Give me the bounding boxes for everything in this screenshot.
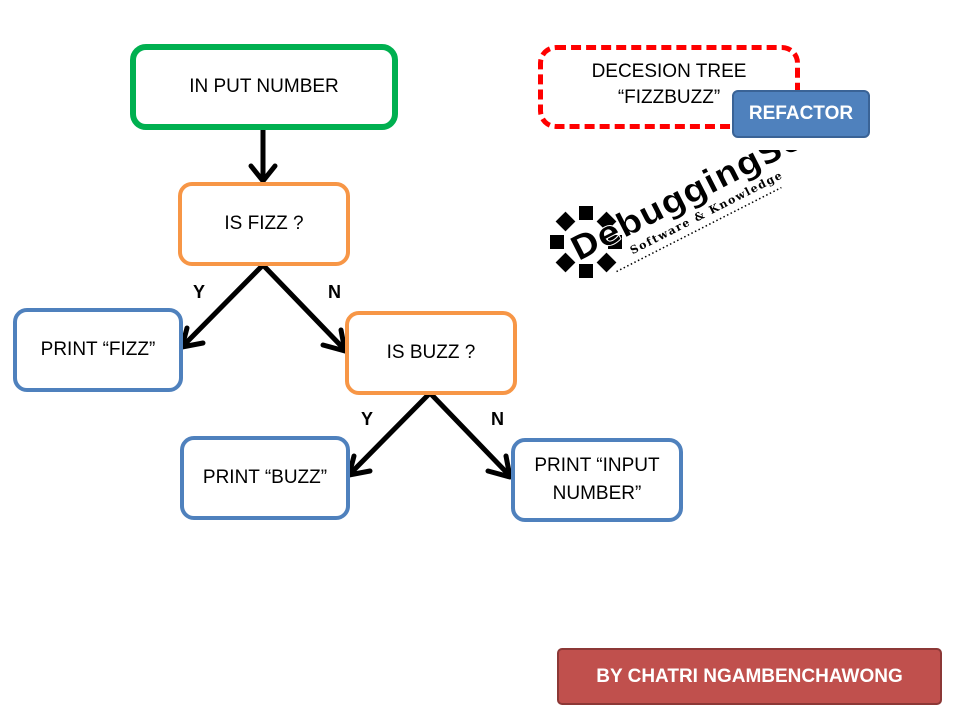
arrow-fizz-yes: [179, 262, 266, 350]
edge-label-fizz-no: N: [328, 282, 341, 302]
node-input-number[interactable]: IN PUT NUMBER: [130, 44, 398, 130]
node-print-buzz-label: PRINT “BUZZ”: [202, 466, 328, 488]
title-line-1: DECESION TREE: [591, 61, 747, 83]
node-print-input-line-2: NUMBER”: [552, 483, 642, 504]
arrow-buzz-no: [427, 390, 513, 480]
author-label: BY CHATRI NGAMBENCHAWONG: [596, 665, 903, 687]
debuggingsoft-logo: DebuggingSoft Software & Knowledge: [550, 150, 798, 278]
node-input-number-label: IN PUT NUMBER: [189, 75, 339, 97]
logo-wordmark: DebuggingSoft: [564, 150, 798, 270]
node-is-buzz-label: IS BUZZ ?: [386, 341, 476, 363]
node-print-input-number[interactable]: PRINT “INPUT NUMBER”: [511, 438, 683, 522]
node-print-fizz-label: PRINT “FIZZ”: [40, 338, 156, 360]
node-is-fizz-label: IS FIZZ ?: [224, 212, 304, 234]
edge-label-buzz-no: N: [491, 409, 504, 429]
edge-label-fizz-yes: Y: [193, 282, 206, 302]
refactor-label: REFACTOR: [748, 103, 854, 124]
arrow-input-to-fizz: [248, 124, 278, 184]
refactor-badge[interactable]: REFACTOR: [732, 90, 870, 138]
node-print-fizz[interactable]: PRINT “FIZZ”: [13, 308, 183, 392]
edge-label-buzz-yes: Y: [361, 409, 374, 429]
node-print-buzz[interactable]: PRINT “BUZZ”: [180, 436, 350, 520]
arrow-fizz-no: [260, 262, 348, 354]
node-print-input-line-1: PRINT “INPUT: [534, 455, 660, 477]
node-is-buzz[interactable]: IS BUZZ ?: [345, 311, 517, 395]
title-line-2: “FIZZBUZZ”: [617, 87, 721, 108]
arrow-buzz-yes: [346, 390, 433, 478]
author-banner: BY CHATRI NGAMBENCHAWONG: [557, 648, 942, 705]
node-is-fizz[interactable]: IS FIZZ ?: [178, 182, 350, 266]
